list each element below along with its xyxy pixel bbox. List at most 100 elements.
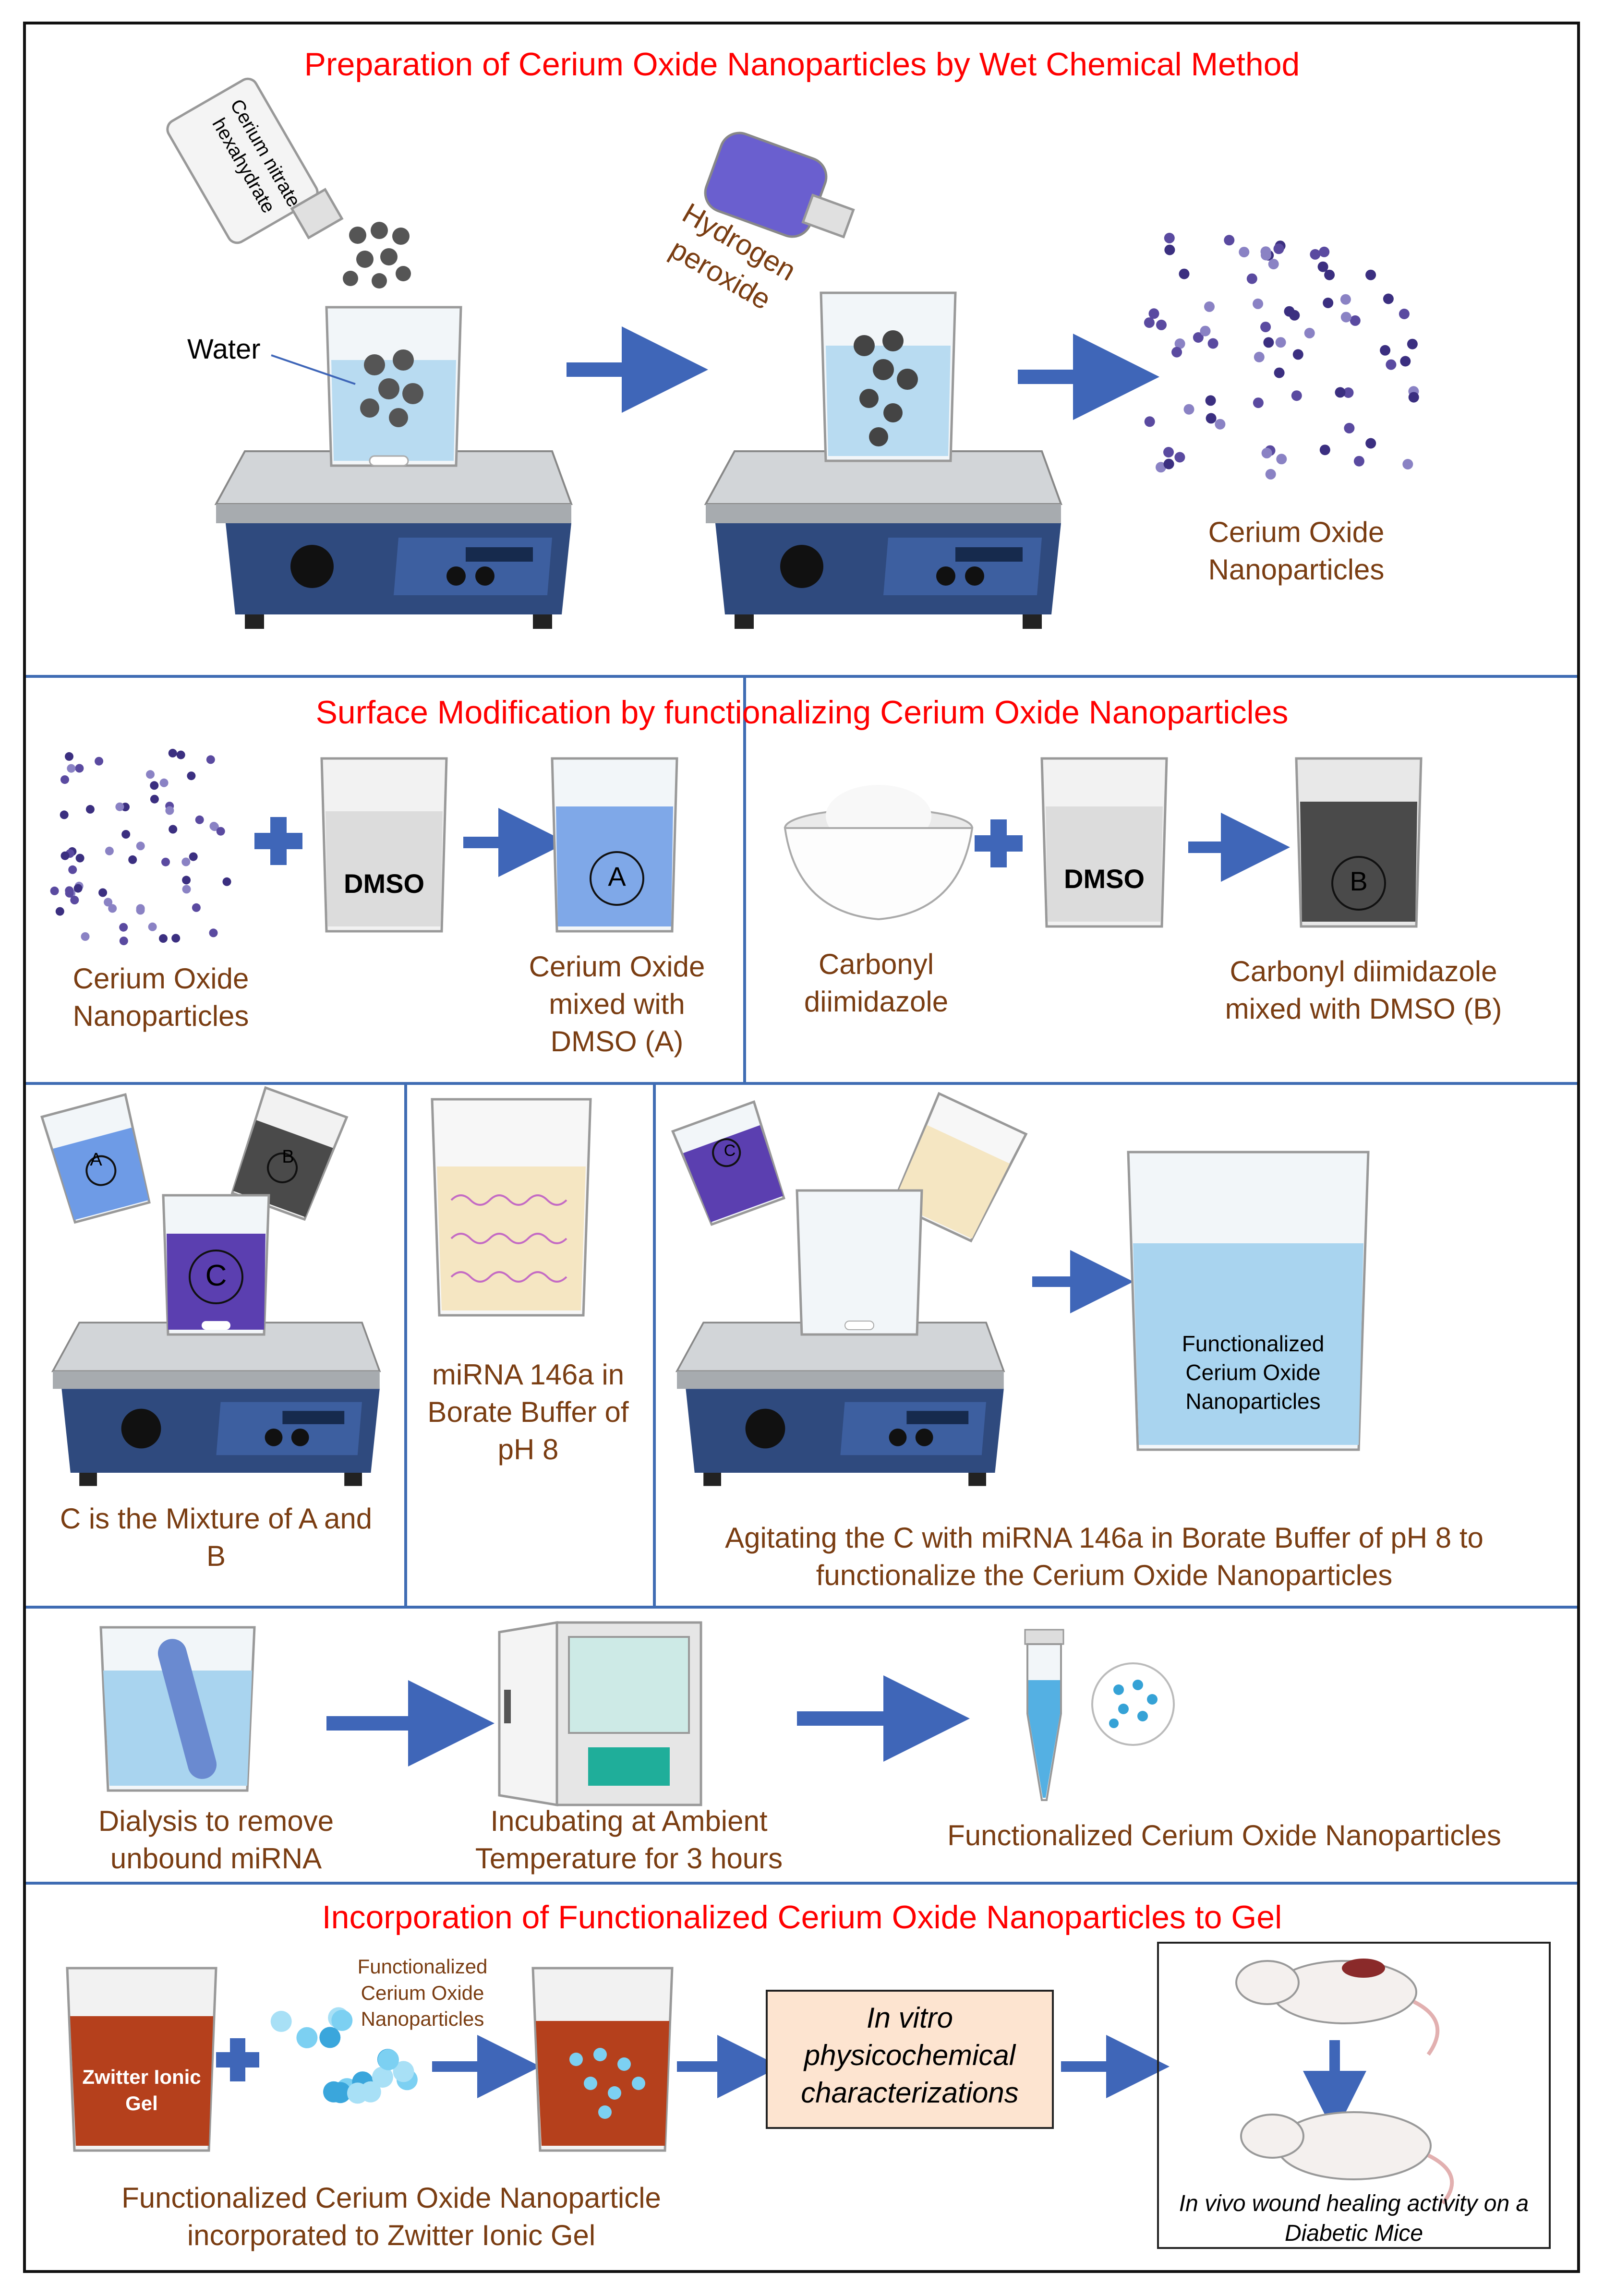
- section1-product-label: Cerium Oxide Nanoparticles: [1208, 516, 1385, 586]
- section3-beaker-c: [162, 1194, 270, 1336]
- particle: [1399, 309, 1410, 319]
- section3-buffer-beaker: [431, 1098, 592, 1317]
- particle: [136, 841, 145, 851]
- separator-1: [26, 675, 1577, 678]
- particle: [1340, 294, 1351, 305]
- particle: [222, 877, 231, 886]
- particle: [1205, 395, 1216, 406]
- dmso-label-1: DMSO: [344, 868, 424, 899]
- particle: [331, 2009, 353, 2031]
- separator-2: [26, 1082, 1577, 1085]
- mix-c-label: C: [205, 1259, 227, 1292]
- particle: [1207, 338, 1218, 349]
- section5-mouse-2: [1240, 2111, 1454, 2205]
- particle: [270, 2010, 292, 2032]
- section1-peroxide-bottle: [704, 132, 855, 239]
- buffer-caption: miRNA 146a in Borate Buffer of pH 8: [427, 1358, 629, 1466]
- section2-title: Surface Modification by functionalizing …: [315, 694, 1289, 731]
- gel-label: Zwitter Ionic Gel: [82, 2066, 201, 2115]
- mix-a-label: A: [90, 1150, 102, 1170]
- particle: [1156, 462, 1166, 473]
- particle: [206, 755, 215, 764]
- particle: [209, 822, 218, 830]
- section1-stirrer-1: [215, 450, 572, 630]
- particle: [1365, 269, 1376, 280]
- particle: [182, 885, 191, 894]
- particle: [55, 907, 64, 916]
- particle: [1164, 244, 1175, 255]
- particle: [161, 857, 170, 866]
- particle: [1407, 338, 1418, 349]
- particle: [1171, 347, 1182, 358]
- invitro-label: In vitro physicochemical characterizatio…: [801, 2002, 1019, 2109]
- particle: [85, 805, 95, 814]
- particle: [1144, 317, 1155, 328]
- particle: [81, 932, 90, 941]
- particle: [1304, 327, 1315, 338]
- particle: [60, 851, 70, 860]
- section3-tilted-buffer: [891, 1092, 1028, 1243]
- particle: [67, 764, 76, 773]
- section1-precursor-particles: [343, 222, 411, 289]
- particle: [75, 764, 84, 773]
- particle: [1343, 387, 1354, 398]
- separator-v2: [404, 1085, 407, 1606]
- invitro-box: [766, 1990, 1054, 2129]
- particle: [128, 855, 137, 864]
- particle: [1291, 390, 1302, 401]
- section1-stirrer-2: [705, 450, 1062, 630]
- particle: [159, 934, 168, 943]
- section2-right-input: Carbonyl diimidazole: [804, 948, 949, 1018]
- particle: [1144, 416, 1155, 427]
- particle: [60, 810, 69, 819]
- section3-tilted-c: [671, 1100, 785, 1226]
- particle: [1317, 261, 1328, 272]
- section3-tilted-a: [40, 1093, 151, 1224]
- particle: [1200, 325, 1211, 337]
- particle: [372, 2067, 393, 2088]
- particle: [1253, 298, 1264, 309]
- particle: [1292, 349, 1303, 360]
- particle: [119, 923, 128, 932]
- agitate-caption: Agitating the C with miRNA 146a in Borat…: [725, 1522, 1483, 1591]
- section3-stirrer-2: [676, 1322, 1005, 1487]
- beaker-b-label: B: [1350, 866, 1368, 896]
- particle: [104, 898, 113, 907]
- particle: [1340, 312, 1351, 323]
- particle: [1260, 322, 1271, 333]
- particle: [136, 906, 145, 915]
- section3-tilted-b: [230, 1086, 349, 1221]
- section1-beaker-1: [325, 306, 462, 467]
- separator-4: [26, 1882, 1577, 1885]
- particle: [378, 2049, 399, 2070]
- water-pointer: [271, 354, 356, 385]
- particle: [1206, 413, 1217, 424]
- dmso-label-2: DMSO: [1064, 864, 1145, 894]
- particle: [1156, 319, 1167, 330]
- pour-c-label: C: [724, 1142, 736, 1160]
- particle: [1246, 273, 1257, 284]
- particle: [1179, 268, 1190, 279]
- particle: [68, 865, 77, 874]
- particle: [1204, 301, 1215, 312]
- particle: [1386, 359, 1397, 370]
- section2-right-result: Carbonyl diimidazole mixed with DMSO (B): [1225, 955, 1502, 1025]
- particle: [1380, 345, 1391, 356]
- section5-gel-beaker: [66, 1967, 217, 2152]
- particle: [187, 771, 196, 781]
- section5-title: Incorporation of Functionalized Cerium O…: [322, 1899, 1282, 1935]
- particle: [1323, 298, 1334, 308]
- invivo-box: [1157, 1942, 1551, 2249]
- particle: [1224, 235, 1235, 246]
- plus-3: [216, 2038, 259, 2081]
- particle: [65, 886, 74, 895]
- particle: [1174, 338, 1185, 349]
- particle: [73, 884, 83, 893]
- particle: [1193, 332, 1204, 343]
- mix-caption: C is the Mixture of A and B: [60, 1503, 373, 1572]
- particle: [171, 934, 181, 943]
- section1-bottle: [166, 77, 344, 244]
- particle: [1239, 247, 1250, 258]
- section5-gel-np-beaker: [531, 1967, 674, 2152]
